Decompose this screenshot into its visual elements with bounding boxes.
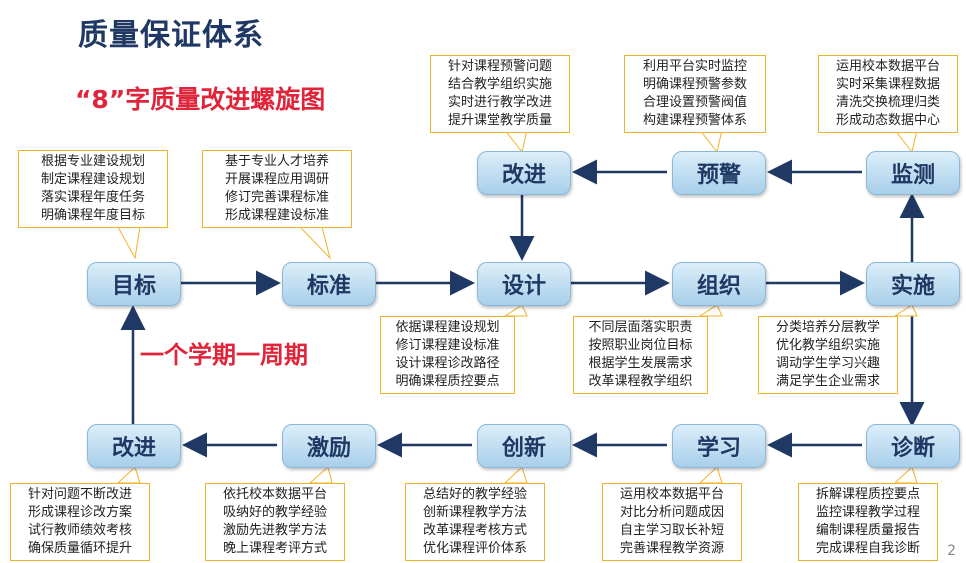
- callout-line: 运用校本数据平台: [619, 487, 724, 502]
- callout-line: 构建课程预警体系: [642, 113, 747, 128]
- callout-chuangxin: 总结好的教学经验 创新课程教学方法 改革课程考核方式 优化课程评价体系: [405, 483, 545, 561]
- node-gaijin-top: 改进: [477, 151, 571, 195]
- callout-line: 改革课程教学组织: [588, 374, 693, 389]
- callout-line: 合理设置预警阀值: [642, 95, 747, 110]
- callout-line: 开展课程应用调研: [224, 172, 329, 187]
- pointer-jiance: [893, 129, 918, 154]
- pointer-gaijin-top: [503, 129, 528, 154]
- node-sheji: 设计: [477, 262, 571, 306]
- callout-line: 明确课程质控要点: [395, 374, 500, 389]
- callout-line: 针对问题不断改进: [27, 487, 132, 502]
- pointer-jili: [308, 466, 333, 484]
- callout-line: 基于专业人才培养: [224, 154, 329, 169]
- callout-line: 提升课堂教学质量: [447, 113, 552, 128]
- node-zuzhi: 组织: [672, 262, 766, 306]
- callout-biaozhun: 基于专业人才培养 开展课程应用调研 修订完善课程标准 形成课程建设标准: [202, 150, 352, 228]
- callout-line: 明确课程预警参数: [642, 77, 747, 92]
- callout-line: 修订完善课程标准: [224, 190, 329, 205]
- pointer-gaijin-bottom: [116, 466, 141, 484]
- callout-line: 针对课程预警问题: [447, 59, 552, 74]
- callout-line: 清洗交换梳理归类: [835, 95, 940, 110]
- callout-jili: 依托校本数据平台 吸纳好的教学经验 激励先进教学方法 晚上课程考评方式: [205, 483, 345, 561]
- callout-line: 完成课程自我诊断: [815, 541, 920, 556]
- callout-line: 运用校本数据平台: [835, 59, 940, 74]
- callout-line: 试行教师绩效考核: [27, 523, 132, 538]
- callout-line: 优化课程评价体系: [422, 541, 527, 556]
- callout-line: 依据课程建设规划: [395, 320, 500, 335]
- node-shishi: 实施: [866, 262, 960, 306]
- callout-zhenduan: 拆解课程质控要点 监控课程教学过程 编制课程质量报告 完成课程自我诊断: [798, 483, 938, 561]
- callout-line: 不同层面落实职责: [588, 320, 693, 335]
- callout-gaijin-bottom: 针对问题不断改进 形成课程诊改方案 试行教师绩效考核 确保质量循环提升: [10, 483, 150, 561]
- callout-gaijin-top: 针对课程预警问题 结合教学组织实施 实时进行教学改进 提升课堂教学质量: [430, 55, 570, 133]
- callout-line: 修订课程建设标准: [395, 338, 500, 353]
- callout-line: 实时进行教学改进: [447, 95, 552, 110]
- callout-line: 明确课程年度目标: [40, 208, 145, 223]
- callout-line: 实时采集课程数据: [835, 77, 940, 92]
- callout-line: 结合教学组织实施: [447, 77, 552, 92]
- callout-line: 依托校本数据平台: [222, 487, 327, 502]
- callout-line: 形成动态数据中心: [835, 113, 940, 128]
- callout-jiance: 运用校本数据平台 实时采集课程数据 清洗交换梳理归类 形成动态数据中心: [818, 55, 958, 133]
- node-jiance: 监测: [866, 151, 960, 195]
- callout-line: 改革课程考核方式: [422, 523, 527, 538]
- pointer-shishi: [893, 304, 918, 317]
- callout-line: 激励先进教学方法: [222, 523, 327, 538]
- pointer-mubiao: [117, 226, 141, 260]
- cycle-label: 一个学期一周期: [140, 341, 308, 369]
- node-chuangxin: 创新: [477, 424, 571, 468]
- callout-line: 调动学生学习兴趣: [775, 356, 880, 371]
- callout-line: 分类培养分层教学: [775, 320, 880, 335]
- callout-line: 设计课程诊改路径: [395, 356, 500, 371]
- callout-line: 优化教学组织实施: [775, 338, 880, 353]
- callout-xuexi: 运用校本数据平台 对比分析问题成因 自主学习取长补短 完善课程教学资源: [602, 483, 742, 561]
- node-zhenduan: 诊断: [866, 424, 960, 468]
- callout-line: 监控课程教学过程: [815, 505, 920, 520]
- callout-line: 对比分析问题成因: [619, 505, 724, 520]
- pointer-biaozhun: [298, 226, 331, 260]
- node-gaijin-bottom: 改进: [87, 424, 181, 468]
- callout-line: 根据专业建设规划: [40, 154, 145, 169]
- callout-line: 满足学生企业需求: [775, 374, 880, 389]
- callout-line: 制定课程建设规划: [40, 172, 145, 187]
- callout-line: 利用平台实时监控: [642, 59, 747, 74]
- callout-line: 落实课程年度任务: [40, 190, 145, 205]
- callout-zuzhi: 不同层面落实职责 按照职业岗位目标 根据学生发展需求 改革课程教学组织: [573, 316, 708, 394]
- callout-line: 形成课程建设标准: [224, 208, 329, 223]
- callout-line: 拆解课程质控要点: [815, 487, 920, 502]
- node-mubiao: 目标: [87, 262, 181, 306]
- callout-line: 晚上课程考评方式: [222, 541, 327, 556]
- callout-yujing: 利用平台实时监控 明确课程预警参数 合理设置预警阀值 构建课程预警体系: [624, 55, 766, 133]
- callout-line: 按照职业岗位目标: [588, 338, 693, 353]
- pointer-zuzhi: [698, 304, 723, 317]
- callout-line: 总结好的教学经验: [422, 487, 527, 502]
- callout-shishi: 分类培养分层教学 优化教学组织实施 调动学生学习兴趣 满足学生企业需求: [758, 316, 898, 394]
- pointer-chuangxin: [503, 466, 528, 484]
- diagram-subtitle: “8”字质量改进螺旋图: [75, 85, 326, 114]
- callout-sheji: 依据课程建设规划 修订课程建设标准 设计课程诊改路径 明确课程质控要点: [380, 316, 515, 394]
- pointer-zhenduan: [893, 466, 918, 484]
- callout-line: 根据学生发展需求: [588, 356, 693, 371]
- callout-line: 形成课程诊改方案: [27, 505, 132, 520]
- page-title: 质量保证体系: [78, 18, 264, 53]
- node-jili: 激励: [282, 424, 376, 468]
- callout-line: 吸纳好的教学经验: [222, 505, 327, 520]
- pointer-yujing: [698, 129, 723, 154]
- callout-mubiao: 根据专业建设规划 制定课程建设规划 落实课程年度任务 明确课程年度目标: [18, 150, 168, 228]
- page-number: 2: [947, 543, 956, 559]
- callout-line: 编制课程质量报告: [815, 523, 920, 538]
- node-biaozhun: 标准: [282, 262, 376, 306]
- pointer-sheji: [503, 304, 528, 317]
- callout-line: 创新课程教学方法: [422, 505, 527, 520]
- node-yujing: 预警: [672, 151, 766, 195]
- pointer-xuexi: [698, 466, 723, 484]
- callout-line: 自主学习取长补短: [619, 523, 724, 538]
- node-xuexi: 学习: [672, 424, 766, 468]
- callout-line: 确保质量循环提升: [27, 541, 132, 556]
- callout-line: 完善课程教学资源: [619, 541, 724, 556]
